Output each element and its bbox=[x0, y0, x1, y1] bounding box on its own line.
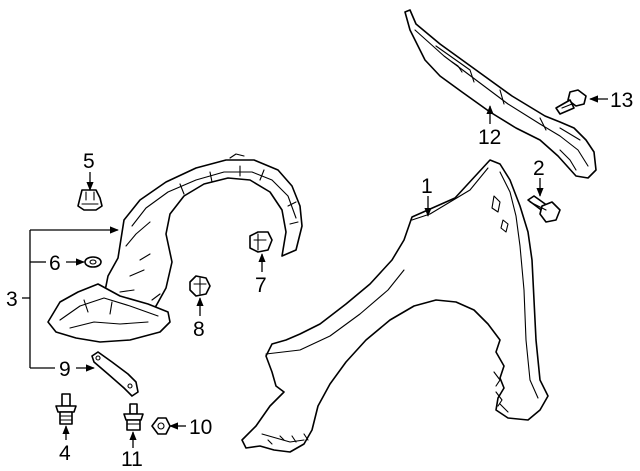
callout-8: 8 bbox=[193, 318, 205, 341]
callout-4: 4 bbox=[59, 442, 71, 465]
callout-10: 10 bbox=[189, 416, 212, 439]
callout-3: 3 bbox=[6, 288, 18, 311]
leader-lines bbox=[22, 95, 608, 448]
part-3-fender-liner bbox=[47, 153, 303, 343]
part-12-upper-bracket bbox=[404, 9, 597, 179]
part-5-clip bbox=[77, 189, 103, 211]
part-6-grommet bbox=[84, 256, 102, 268]
part-10-nut bbox=[151, 417, 171, 435]
callout-11: 11 bbox=[121, 448, 143, 471]
part-9-bracket bbox=[91, 351, 139, 397]
part-4-screw bbox=[55, 393, 77, 425]
callout-labels: 1 2 3 4 5 6 7 8 9 10 11 12 13 bbox=[6, 89, 633, 471]
callout-1: 1 bbox=[421, 175, 433, 198]
callout-13: 13 bbox=[610, 89, 633, 112]
callout-6: 6 bbox=[49, 252, 61, 275]
callout-5: 5 bbox=[83, 150, 95, 173]
part-11-screw bbox=[123, 403, 144, 431]
part-13-bolt bbox=[555, 89, 587, 115]
part-1-front-fender bbox=[241, 159, 549, 453]
part-2-bolt bbox=[527, 195, 561, 223]
callout-9: 9 bbox=[59, 358, 71, 381]
callout-7: 7 bbox=[255, 274, 267, 297]
part-8-clip bbox=[189, 275, 211, 297]
callout-12: 12 bbox=[478, 126, 501, 149]
callout-2: 2 bbox=[533, 157, 545, 180]
part-7-clip bbox=[249, 231, 273, 253]
